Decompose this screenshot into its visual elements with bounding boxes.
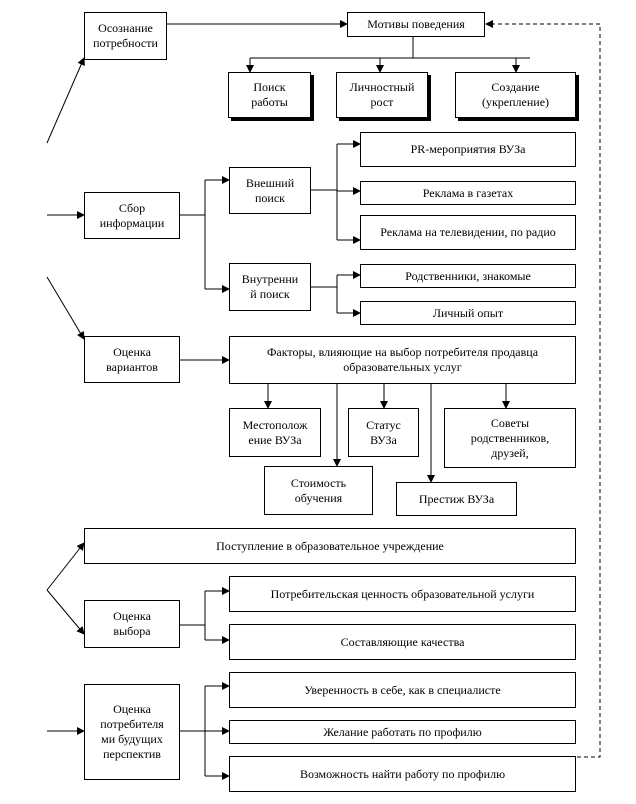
job-opportunity-box: Возможность найти работу по профилю (229, 756, 576, 792)
relatives-advice-box: Советы родственников, друзей, (444, 408, 576, 468)
tv-radio-ads-box: Реклама на телевидении, по радио (360, 215, 576, 250)
factors-box: Факторы, влияющие на выбор потребителя п… (229, 336, 576, 384)
quality-components-box: Составляющие качества (229, 624, 576, 660)
newspaper-ads-box: Реклама в газетах (360, 181, 576, 205)
pr-events-box: PR-мероприятия ВУЗа (360, 132, 576, 167)
external-search-box: Внешний поиск (229, 167, 311, 214)
enrollment-box: Поступление в образовательное учреждение (84, 528, 576, 564)
info-gathering-box: Сбор информации (84, 192, 180, 239)
relatives-friends-box: Родственники, знакомые (360, 264, 576, 288)
personal-experience-box: Личный опыт (360, 301, 576, 325)
evaluation-alternatives-box: Оценка вариантов (84, 336, 180, 383)
self-confidence-box: Уверенность в себе, как в специалисте (229, 672, 576, 708)
prestige-box: Престиж ВУЗа (396, 482, 517, 516)
personal-growth-box: Личностный рост (336, 72, 428, 118)
choice-evaluation-box: Оценка выбора (84, 600, 180, 648)
future-evaluation-box: Оценка потребителя ми будущих перспектив (84, 684, 180, 780)
consumer-value-box: Потребительская ценность образовательной… (229, 576, 576, 612)
tuition-cost-box: Стоимость обучения (264, 466, 373, 515)
motives-box: Мотивы поведения (347, 12, 485, 37)
work-desire-box: Желание работать по профилю (229, 720, 576, 744)
awareness-box: Осознание потребности (84, 12, 167, 60)
family-creation-box: Создание (укрепление) (455, 72, 576, 118)
status-box: Статус ВУЗа (348, 408, 419, 457)
internal-search-box: Внутренни й поиск (229, 263, 311, 311)
location-box: Местополож ение ВУЗа (229, 408, 321, 457)
job-search-box: Поиск работы (228, 72, 311, 118)
